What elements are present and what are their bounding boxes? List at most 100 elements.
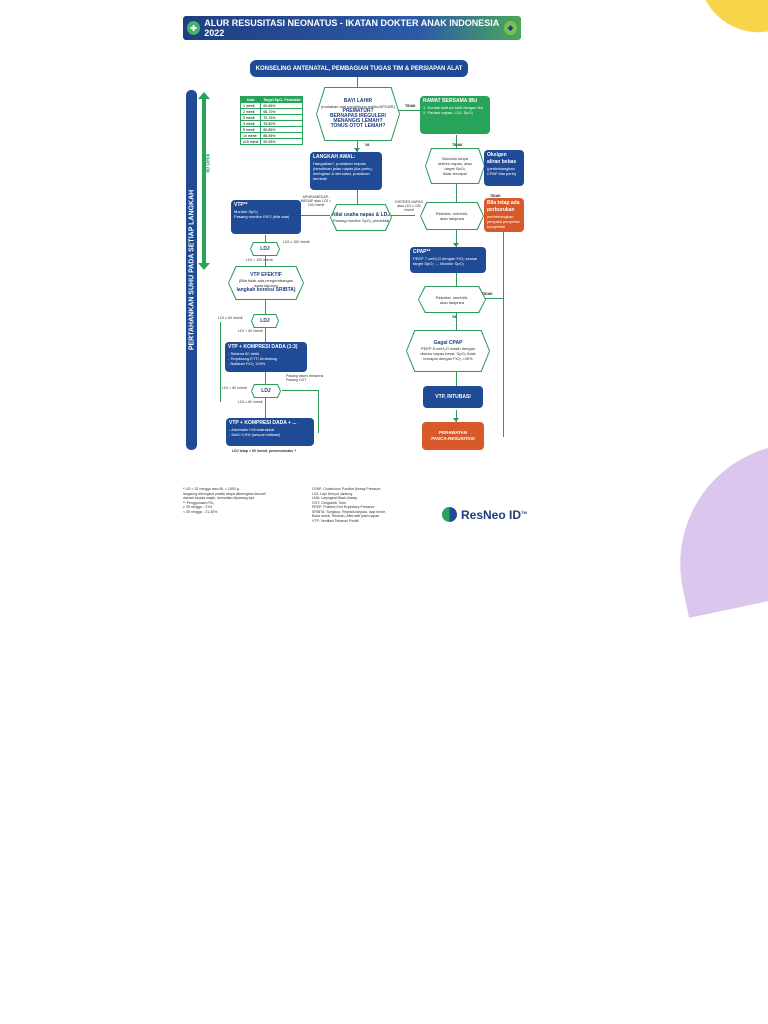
tidak-label: TIDAK [405,104,416,108]
note-2b: ≥ 35 minggu : 21% [183,505,213,509]
gagal-cpap-decision: Gagal CPAP PEEP 8 cmH₂O masih dengan dis… [407,331,489,371]
ldj-ge60-label: LDJ ≥ 60 /menit [218,316,243,320]
ldj-ge100-label: LDJ ≥ 100 /menit [283,240,310,244]
oksigen-title: Oksigen aliran bebas [487,152,517,165]
abbr-item: PEEP: Positive End Expiratory Pressure [312,505,375,509]
vtp-title: VTP** [234,202,248,208]
resneo-brand: ResNeo IDTM [442,507,527,522]
connector [385,215,415,216]
ldj2-decision: LDJ [252,315,278,327]
sianosis-l2: distres napas, atau [438,161,472,166]
oksigen-box: Oksigen aliran bebas (pertimbangkan CPAP… [484,150,524,186]
connector [265,255,266,267]
bayi-lahir-decision: BAYI LAHIR (mulaikan alat penghitung wak… [317,88,399,140]
connector [265,372,266,384]
abbr-item: Buka mulut, Tekanan, Alternatif jalan na… [312,514,380,518]
bayi-lahir-q3: MENANGIS LEMAH? [333,118,383,124]
vtp-efektif-title: VTP EFEKTIF [250,272,282,278]
flowchart-title: ALUR RESUSITASI NEONATUS - IKATAN DOKTER… [204,18,499,38]
rawat-bersama-l2: 2. Pantau napas, LDJ, SpO₂ [423,110,474,115]
resneo-logo-icon [442,507,457,522]
abbr-item: LMA: Laryngeal Mask Airway [312,496,358,500]
connector [357,190,358,204]
retraksi2-l2: atau takipnea [439,299,465,305]
tidak-label: TIDAK [482,292,493,296]
ldj3-label: LDJ [261,387,271,394]
connector [265,300,266,314]
connector [357,140,358,152]
connector [282,390,318,391]
sianosis-l4: tidak tercapai [443,171,467,176]
ldj-lt100-label: LDJ < 100 /menit [246,258,273,262]
gagal-cpap-l2: distres napas berat, SpO₂ tidak [420,351,476,356]
temperature-sidebar-label: PERTAHANKAN SUHU PADA SETIAP LANGKAH [188,189,195,351]
retraksi-l2: atau takipnea [439,216,465,221]
distress-label: DISTRES NAPAS atau LDJ ≥ 100 /menit [395,200,423,212]
perawatan-l2: PASCA-RESUSITASI [431,436,475,441]
perawatan-box: PERAWATAN PASCA-RESUSITASI [422,422,484,450]
rawat-bersama-title: RAWAT BERSAMA IBU [423,98,478,104]
connector [456,372,457,386]
pasang-akses-label: Pasang akses intravena Pasang OGT [286,374,324,382]
bayi-lahir-q4: TONUS OTOT LEMAH? [330,123,386,129]
connector [456,312,457,330]
vtp-intubasi-box: VTP, INTUBASI [423,386,483,408]
arrow-down [453,418,459,422]
resneo-tm: TM [521,509,527,515]
arrow-down [354,148,360,152]
sixty-second-label: 60 Detik [205,153,212,173]
note-1c: daerah kepala wajah, kemudian dipasang t… [183,496,255,500]
note-1: * UG < 32 minggu atau BL < 1500 g: [183,487,240,491]
langkah-awal-body: Hangatkan*, posisikan kepala (bersihkan … [313,161,373,181]
cpap-title: CPAP** [413,249,431,255]
ldj-lt60-label: LDJ < 60 /menit [238,329,263,333]
cpap-box: CPAP** PEEP 7 cmH₂O dengan FiO₂ sesuai t… [410,247,486,273]
decorative-lilac-shape [657,442,768,618]
connector [220,322,221,402]
ldj3-decision: LDJ [252,385,280,397]
footnotes-left: * UG < 32 minggu atau BL < 1500 g: langs… [183,487,308,514]
vtp-efektif-decision: VTP EFEKTIF (Bila tidak ada pengembangan… [229,267,303,299]
connector [357,77,358,87]
connector [456,230,457,247]
vtp-kompresi-l1: - Selama 60 detik [228,351,260,356]
vtp-efektif-l3: langkah koreksi SRIBTA) [236,287,296,293]
vtp-kompresi-l2: - Terpasang ETT/ Ambubag [228,356,277,361]
rawat-bersama-l1: 1. Kontak kulit-ke-kulit dengan ibu [423,105,484,110]
abbr-item: SRIBTA: Sungkup, Reposisi kepala, Isap l… [312,509,386,514]
ldj3-lt60-label: LDJ < 60 /menit [222,386,247,390]
gagal-cpap-l1: PEEP 8 cmH₂O masih dengan [420,346,476,351]
vtp-kompresi-title: VTP + KOMPRESI DADA (1:3) [228,344,298,350]
retraksi2-decision: Retraksi, merintih, atau takipnea [419,287,485,312]
connector [265,398,266,418]
connector [300,215,330,216]
temperature-sidebar: PERTAHANKAN SUHU PADA SETIAP LANGKAH [186,90,197,450]
connector [485,298,503,299]
ya-label: YA [365,143,370,147]
retraksi-decision: Retraksi, merintih, atau takipnea [421,203,483,229]
bayi-lahir-q1: PREMATUR? [342,108,374,114]
table-cell: 90-95% [260,138,304,145]
vtp-efektif-l2: dada lakukan [254,283,278,288]
rawat-bersama-box: RAWAT BERSAMA IBU 1. Kontak kulit-ke-kul… [420,96,490,134]
connector [265,328,266,342]
flowchart-title-bar: ✚ ALUR RESUSITASI NEONATUS - IKATAN DOKT… [183,16,521,40]
vtp-l2: Pasang monitor EKG (bila ada) [234,214,290,219]
vtp-kompresi-l3: - Naikkan FiO₂ 100% [228,361,266,366]
note-2c: < 35 minggu : 21-30% [183,509,218,514]
tidak-label: TIDAK [452,143,463,147]
vtp-kompresi2-l1: - Adrenalin IV/Intratrakeal [229,427,275,432]
idai-logo-icon: ◆ [503,21,517,35]
ldj2-label: LDJ [260,317,270,324]
sixty-second-arrow [198,92,210,270]
vtp-kompresi2-box: VTP + KOMPRESI DADA + ... - Adrenalin IV… [226,418,314,446]
ya-label: YA [452,315,457,319]
connector [456,135,457,148]
ldj3-ge60-label: LDJ ≥ 60 /menit [238,400,263,404]
bila-tetap-title: Bila tetap ada perburukan [487,200,520,213]
bila-tetap-body: pertimbangkan penyakit penyerta/ kongeni… [487,214,520,229]
connector [318,390,319,433]
cpap-body: PEEP 7 cmH₂O dengan FiO₂ sesuai target S… [413,256,478,266]
